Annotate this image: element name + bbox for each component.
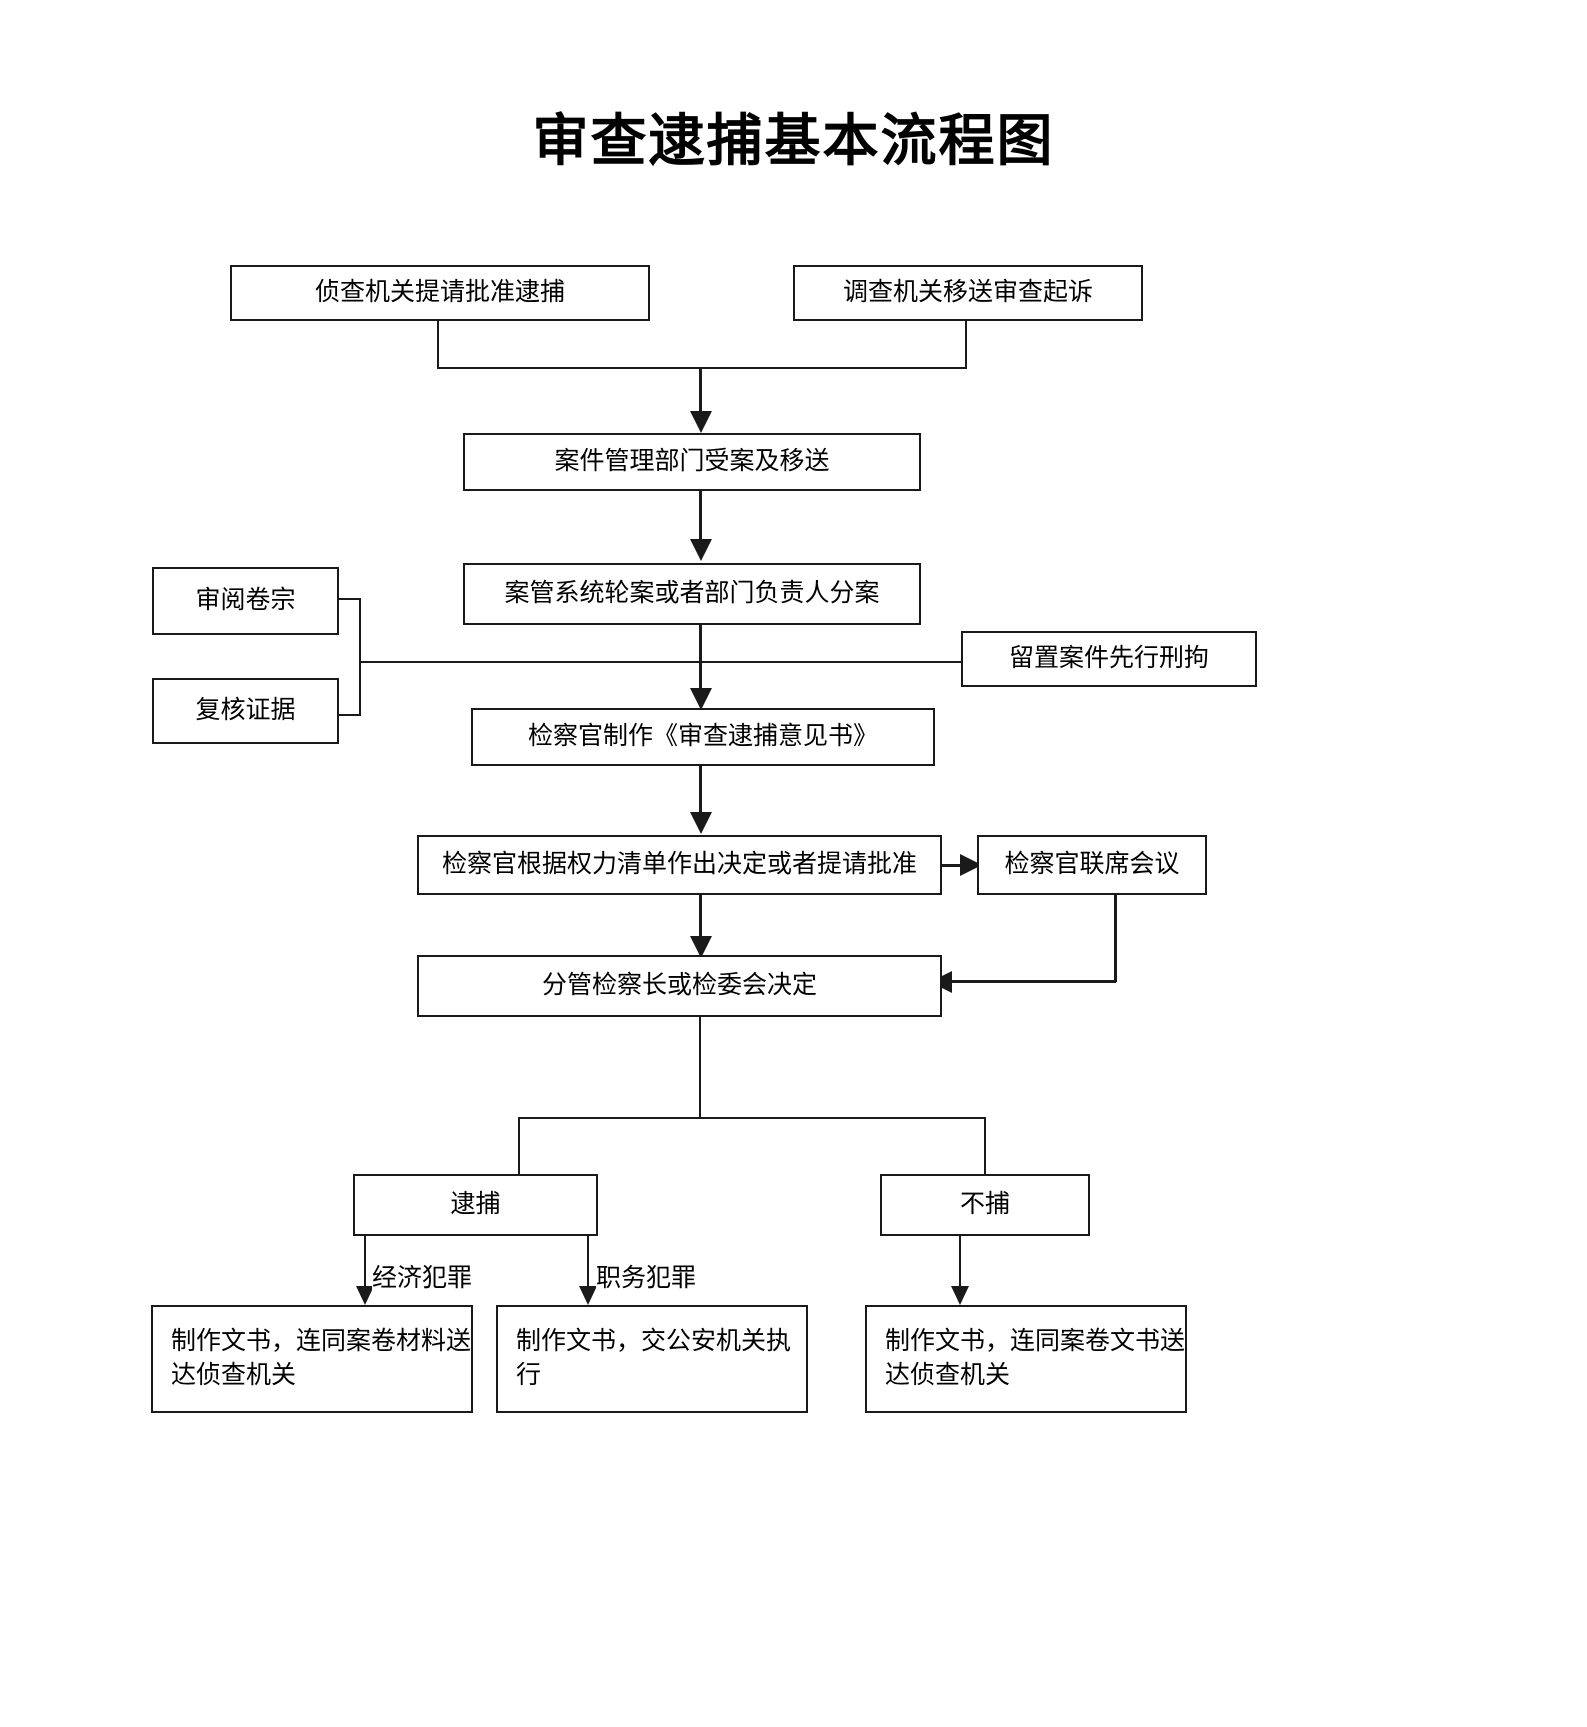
edge-arrest-to-duty bbox=[587, 1236, 589, 1298]
edge-no-arrest-down bbox=[959, 1236, 961, 1298]
edge-case-management-down bbox=[699, 491, 702, 553]
node-investigation-request[interactable]: 侦查机关提请批准逮捕 bbox=[230, 265, 650, 321]
node-joint-meeting[interactable]: 检察官联席会议 bbox=[977, 835, 1207, 895]
edge-label-duty-crime: 职务犯罪 bbox=[596, 1258, 697, 1294]
edge-left-to-trunk bbox=[359, 661, 971, 663]
edge-investigation-down bbox=[437, 321, 439, 368]
node-chief-decision[interactable]: 分管检察长或检委会决定 bbox=[417, 955, 942, 1017]
node-prosecutor-decision[interactable]: 检察官根据权力清单作出决定或者提请批准 bbox=[417, 835, 942, 895]
edge-verify-evidence-out bbox=[339, 714, 361, 716]
edge-row1-merge bbox=[437, 367, 967, 369]
node-prosecutor-opinion[interactable]: 检察官制作《审查逮捕意见书》 bbox=[471, 708, 935, 766]
arrowhead-to-prosecutor-decision bbox=[690, 812, 712, 834]
edge-label-economic-crime: 经济犯罪 bbox=[372, 1258, 473, 1294]
page-title: 审查逮捕基本流程图 bbox=[532, 111, 1055, 173]
node-no-arrest[interactable]: 不捕 bbox=[880, 1174, 1090, 1236]
edge-decision-to-meeting bbox=[942, 864, 966, 867]
arrowhead-to-prosecutor-opinion bbox=[690, 688, 712, 710]
edge-transfer-down bbox=[965, 321, 967, 368]
arrowhead-to-case-management bbox=[690, 411, 712, 433]
edge-opinion-down bbox=[699, 766, 702, 828]
node-arrest[interactable]: 逮捕 bbox=[353, 1174, 598, 1236]
arrowhead-to-doc-no-arrest bbox=[951, 1286, 969, 1305]
edge-split-right bbox=[984, 1117, 986, 1176]
node-transfer-prosecution[interactable]: 调查机关移送审查起诉 bbox=[793, 265, 1143, 321]
node-case-management[interactable]: 案件管理部门受案及移送 bbox=[463, 433, 921, 491]
arrowhead-decision-to-chief bbox=[690, 936, 712, 958]
node-review-files[interactable]: 审阅卷宗 bbox=[152, 567, 339, 635]
edge-meeting-down bbox=[1114, 895, 1117, 982]
edge-review-files-out bbox=[339, 598, 361, 600]
edge-assignment-down bbox=[699, 625, 702, 703]
edge-chief-down bbox=[699, 1017, 701, 1119]
edge-arrest-to-economic bbox=[364, 1236, 366, 1298]
edge-meeting-to-chief bbox=[952, 980, 1116, 983]
node-detention-first[interactable]: 留置案件先行刑拘 bbox=[961, 631, 1257, 687]
edge-left-bracket bbox=[359, 598, 361, 716]
edge-merge-to-case-management bbox=[699, 367, 702, 427]
node-verify-evidence[interactable]: 复核证据 bbox=[152, 678, 339, 744]
node-doc-to-investigation[interactable]: 制作文书，连同案卷材料送达侦查机关 bbox=[151, 1305, 473, 1413]
edge-decision-down bbox=[699, 895, 702, 953]
arrowhead-to-case-assignment bbox=[690, 539, 712, 561]
arrowhead-to-joint-meeting bbox=[960, 854, 982, 876]
node-doc-no-arrest[interactable]: 制作文书，连同案卷文书送达侦查机关 bbox=[865, 1305, 1187, 1413]
edge-outcome-split bbox=[518, 1117, 986, 1119]
node-case-assignment[interactable]: 案管系统轮案或者部门负责人分案 bbox=[463, 563, 921, 625]
arrowhead-to-doc-investigation bbox=[356, 1286, 374, 1305]
edge-split-left bbox=[518, 1117, 520, 1176]
node-doc-to-police[interactable]: 制作文书，交公安机关执行 bbox=[496, 1305, 808, 1413]
arrowhead-to-doc-police bbox=[579, 1286, 597, 1305]
